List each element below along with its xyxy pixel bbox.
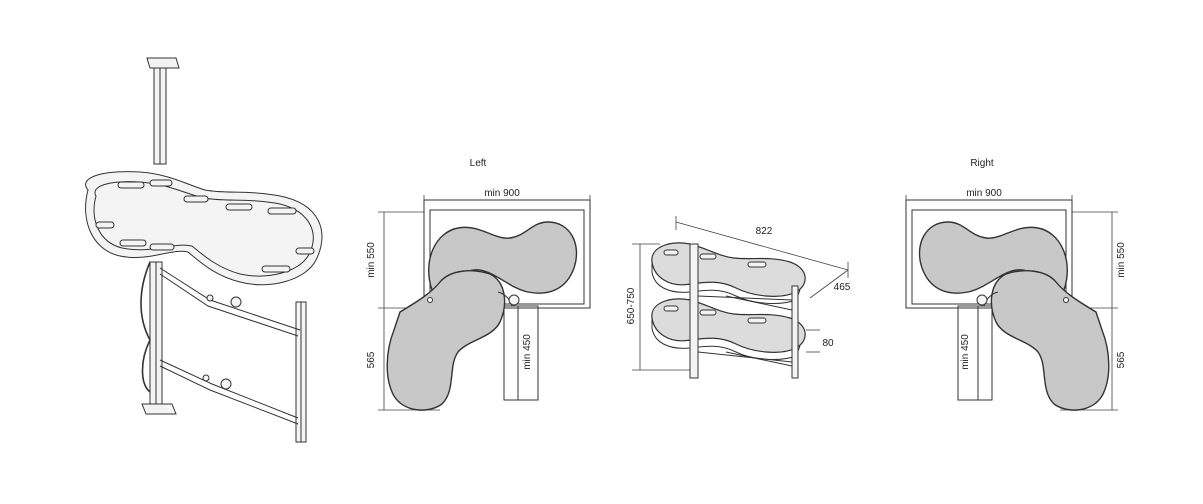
right-upper-shelf [918,221,1068,294]
right-cabinet-back [905,199,1073,309]
side-gap-label: 80 [822,338,834,349]
right-side-panel [957,305,993,401]
left-plan-view: Left min 900 min 550 565 min 450 [366,158,591,411]
isometric-unit [85,57,323,443]
right-side-label: 565 [1116,351,1127,368]
right-lower-shelf [990,270,1110,411]
left-post-label: min 450 [522,334,533,370]
side-height-label: 650-750 [626,287,637,324]
right-width-label: min 900 [966,188,1002,199]
left-side-panel [503,305,539,401]
left-title: Left [470,158,487,169]
side-depth-label: 465 [834,282,851,293]
side-post [689,243,699,379]
top-mount-plate [146,57,180,69]
bottom-mount-plate [141,403,177,415]
side-width-label: 822 [756,226,773,237]
upper-tray [85,171,323,286]
left-depth-label: min 550 [366,242,377,278]
left-lower-shelf [386,270,506,411]
right-title: Right [970,158,994,169]
side-elevation: 822 465 650-750 80 [626,216,851,379]
side-hinge-bar [791,285,799,379]
left-side-label: 565 [366,351,377,368]
right-post-label: min 450 [960,334,971,370]
left-width-label: min 900 [484,188,520,199]
swing-arms [140,261,301,425]
left-upper-shelf [428,221,578,294]
right-plan-view: Right min 900 min 550 565 min 450 [905,158,1127,411]
right-depth-label: min 550 [1116,242,1127,278]
